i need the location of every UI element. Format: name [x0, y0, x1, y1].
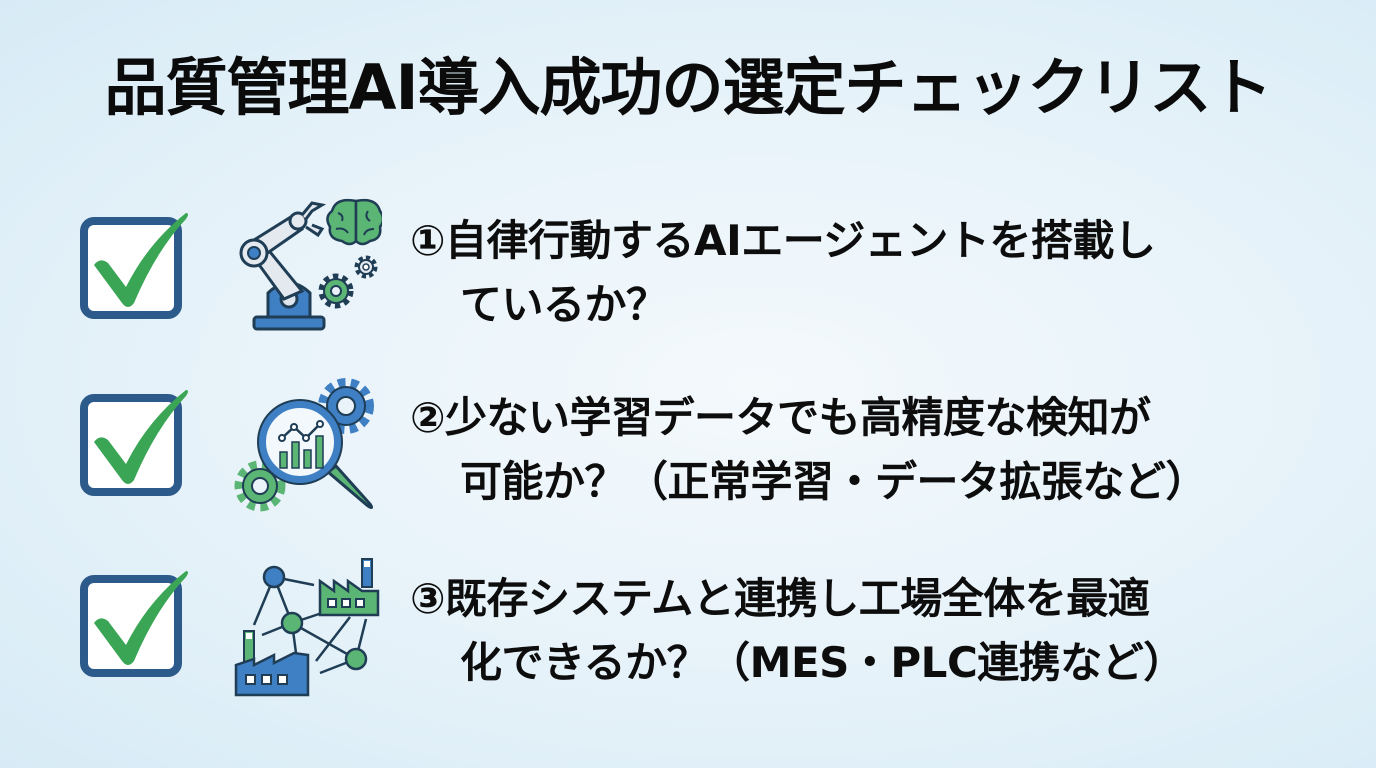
item-1-line-2: ているか？	[460, 280, 668, 329]
factory-network-icon	[232, 553, 382, 697]
checklist-item-3: ③既存システムと連携し工場全体を最適 化できるか？（MES・PLC連携など）	[0, 553, 1376, 713]
page-title: 品質管理AI導入成功の選定チェックリスト	[104, 51, 1272, 124]
checklist-item-1: ①自律行動するAIエージェントを搭載し ているか？	[0, 195, 1376, 355]
checkbox-checked-icon	[78, 384, 190, 496]
checkbox-checked-icon	[78, 207, 190, 319]
checklist-item-3-text: ③既存システムと連携し工場全体を最適 化できるか？（MES・PLC連携など）	[410, 567, 1310, 695]
item-2-line-2: 可能か？（正常学習・データ拡張など）	[460, 457, 1208, 506]
checklist-item-1-text: ①自律行動するAIエージェントを搭載し ているか？	[410, 209, 1310, 337]
robot-arm-brain-gears-icon	[232, 195, 385, 335]
checklist-item-2-text: ②少ない学習データでも高精度な検知が 可能か？（正常学習・データ拡張など）	[410, 386, 1310, 514]
item-2-line-1: ②少ない学習データでも高精度な検知が	[410, 393, 1151, 442]
checklist-item-2: ②少ない学習データでも高精度な検知が 可能か？（正常学習・データ拡張など）	[0, 372, 1376, 532]
item-3-line-2: 化できるか？（MES・PLC連携など）	[460, 638, 1185, 687]
checkbox-checked-icon	[78, 565, 190, 677]
magnifier-chart-gears-icon	[232, 372, 382, 512]
item-1-line-1: ①自律行動するAIエージェントを搭載し	[410, 216, 1156, 265]
item-3-line-1: ③既存システムと連携し工場全体を最適	[410, 574, 1150, 623]
